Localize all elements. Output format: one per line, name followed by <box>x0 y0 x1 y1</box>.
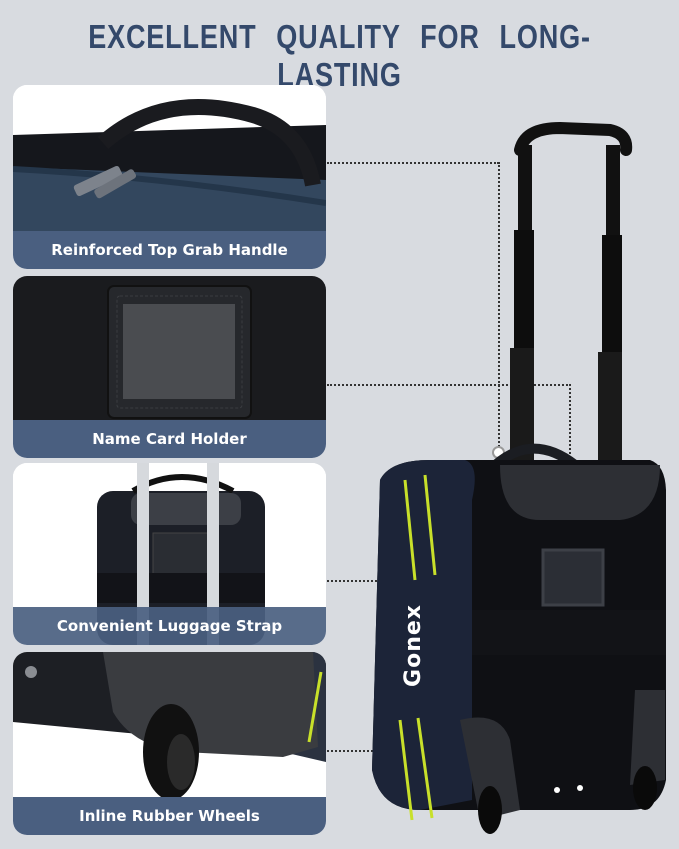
callout-line-name-card <box>327 384 571 386</box>
feature-card-top-handle: Reinforced Top Grab Handle <box>13 85 326 269</box>
page-title: EXCELLENT QUALITY FOR LONG-LASTING <box>88 18 591 93</box>
inline-wheels-image <box>13 652 326 797</box>
brand-logo: Gonex <box>400 603 426 687</box>
feature-card-name-card-holder: Name Card Holder <box>13 276 326 458</box>
callout-line-top-handle <box>498 162 500 450</box>
feature-caption: Inline Rubber Wheels <box>13 797 326 835</box>
feature-caption: Convenient Luggage Strap <box>13 607 326 645</box>
feature-caption: Name Card Holder <box>13 420 326 458</box>
feature-card-luggage-strap: Convenient Luggage Strap <box>13 463 326 645</box>
top-handle-image <box>13 85 326 231</box>
name-card-holder-image <box>13 276 326 421</box>
feature-caption: Reinforced Top Grab Handle <box>13 231 326 269</box>
feature-card-inline-wheels: Inline Rubber Wheels <box>13 652 326 835</box>
callout-line-top-handle <box>327 162 499 164</box>
rolling-luggage-image <box>372 121 666 834</box>
